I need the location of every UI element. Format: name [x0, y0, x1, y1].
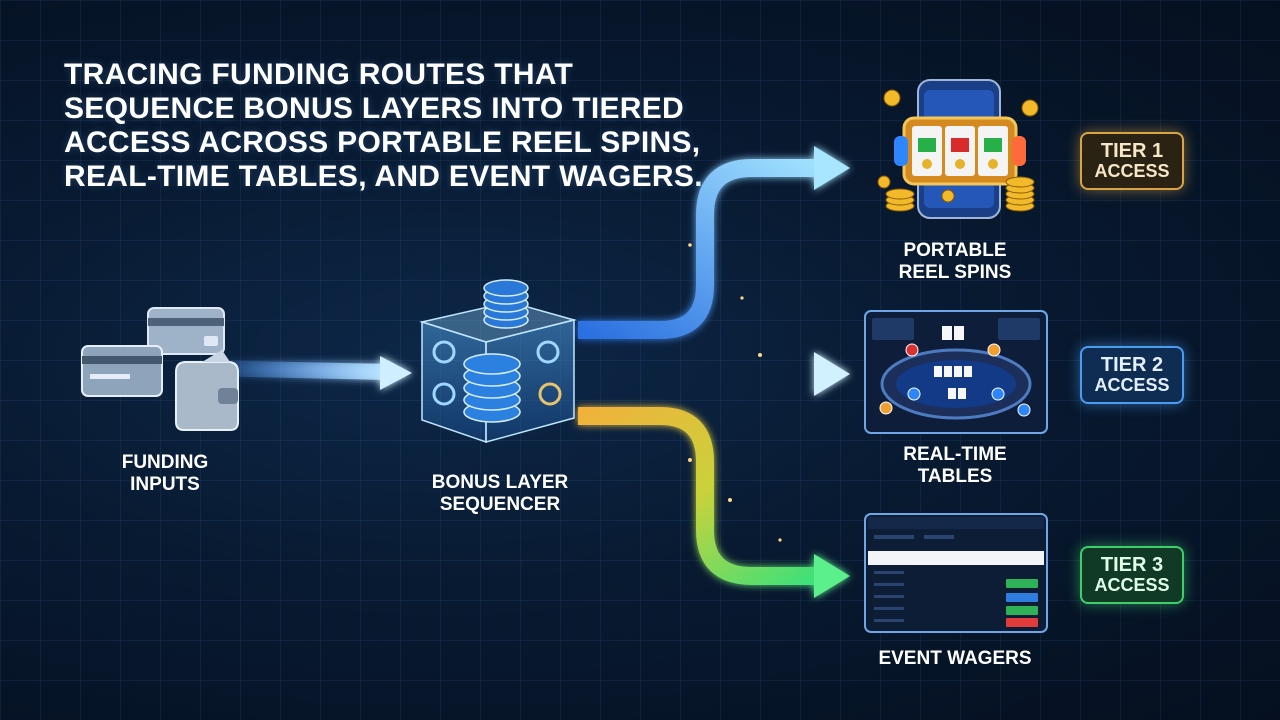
- wagers-label: EVENT WAGERS: [860, 648, 1050, 670]
- funding-label-line-1: FUNDING: [121, 452, 209, 473]
- tier-2-badge: TIER 2 ACCESS: [1080, 346, 1184, 404]
- portable-reel-spins-node: [870, 78, 1045, 228]
- chip-cube-icon: [419, 279, 577, 444]
- tables-label: REAL-TIME TABLES: [880, 444, 1030, 488]
- bonus-layer-sequencer-node: [410, 272, 582, 452]
- sequencer-label-line-2: SEQUENCER: [439, 494, 561, 515]
- cards-wallet-icon: [81, 307, 239, 431]
- funding-inputs-node: [78, 300, 248, 440]
- tier-1-subtitle: ACCESS: [1094, 161, 1170, 181]
- funding-label-line-2: INPUTS: [130, 474, 200, 495]
- event-wagers-node: [864, 513, 1048, 633]
- tier-1-title: TIER 1: [1100, 140, 1164, 162]
- route-sequencer-to-wagers: [578, 407, 850, 598]
- reels-label-line-2: REEL SPINS: [898, 262, 1012, 283]
- page-title: TRACING FUNDING ROUTES THAT SEQUENCE BON…: [64, 58, 703, 193]
- route-sequencer-to-reels: [578, 146, 850, 339]
- wagers-label-line-1: EVENT WAGERS: [878, 648, 1032, 669]
- tier-3-badge: TIER 3 ACCESS: [1080, 546, 1184, 604]
- tables-label-line-2: TABLES: [917, 466, 993, 487]
- sequencer-label-line-1: BONUS LAYER: [431, 472, 569, 493]
- tier-1-badge: TIER 1 ACCESS: [1080, 132, 1184, 190]
- tier-3-subtitle: ACCESS: [1094, 575, 1170, 595]
- sequencer-label: BONUS LAYER SEQUENCER: [410, 472, 590, 516]
- betting-screen-icon: [864, 513, 1048, 633]
- sparkles: [688, 243, 782, 542]
- reels-label-line-1: PORTABLE: [903, 240, 1007, 261]
- reel-spins-label: PORTABLE REEL SPINS: [880, 240, 1030, 284]
- tier-2-title: TIER 2: [1100, 354, 1164, 376]
- slot-phone-icon: [877, 79, 1039, 219]
- funding-inputs-label: FUNDING INPUTS: [95, 452, 235, 496]
- tier-2-subtitle: ACCESS: [1094, 375, 1170, 395]
- poker-table-icon: [864, 310, 1048, 434]
- route-sequencer-to-tables: [578, 352, 850, 396]
- tier-3-title: TIER 3: [1100, 554, 1164, 576]
- real-time-tables-node: [864, 310, 1048, 434]
- tables-label-line-1: REAL-TIME: [903, 444, 1007, 465]
